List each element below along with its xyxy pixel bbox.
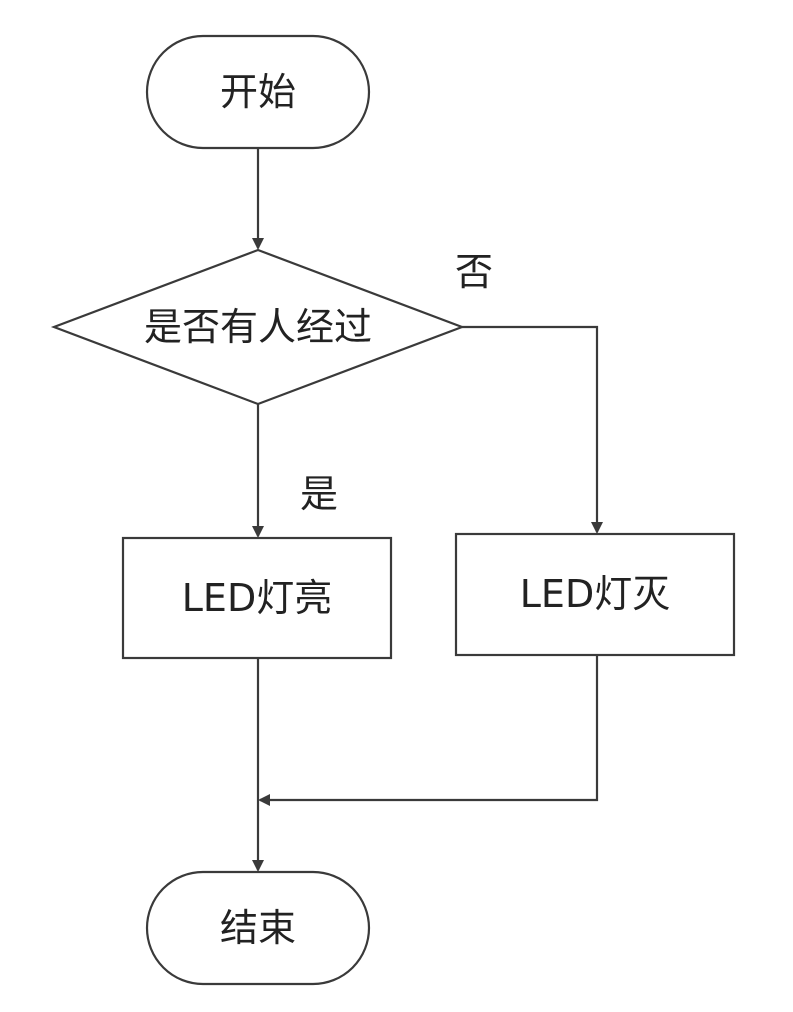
led-on-label: LED灯亮 — [182, 576, 332, 620]
start-label: 开始 — [220, 70, 296, 114]
edge-led-off-to-merge — [258, 655, 599, 806]
end-label: 结束 — [220, 906, 296, 950]
led-on-node: LED灯亮 — [121, 536, 393, 660]
start-node: 开始 — [145, 34, 371, 150]
branch-yes-label: 是 — [300, 472, 338, 516]
led-off-node: LED灯灭 — [454, 532, 736, 657]
end-node: 结束 — [145, 870, 371, 986]
decision-label: 是否有人经过 — [144, 305, 372, 349]
led-off-label: LED灯灭 — [520, 572, 670, 616]
branch-no-label: 否 — [455, 250, 493, 294]
edge-decision-to-led-off — [462, 325, 603, 534]
decision-node: 是否有人经过 — [50, 248, 466, 406]
